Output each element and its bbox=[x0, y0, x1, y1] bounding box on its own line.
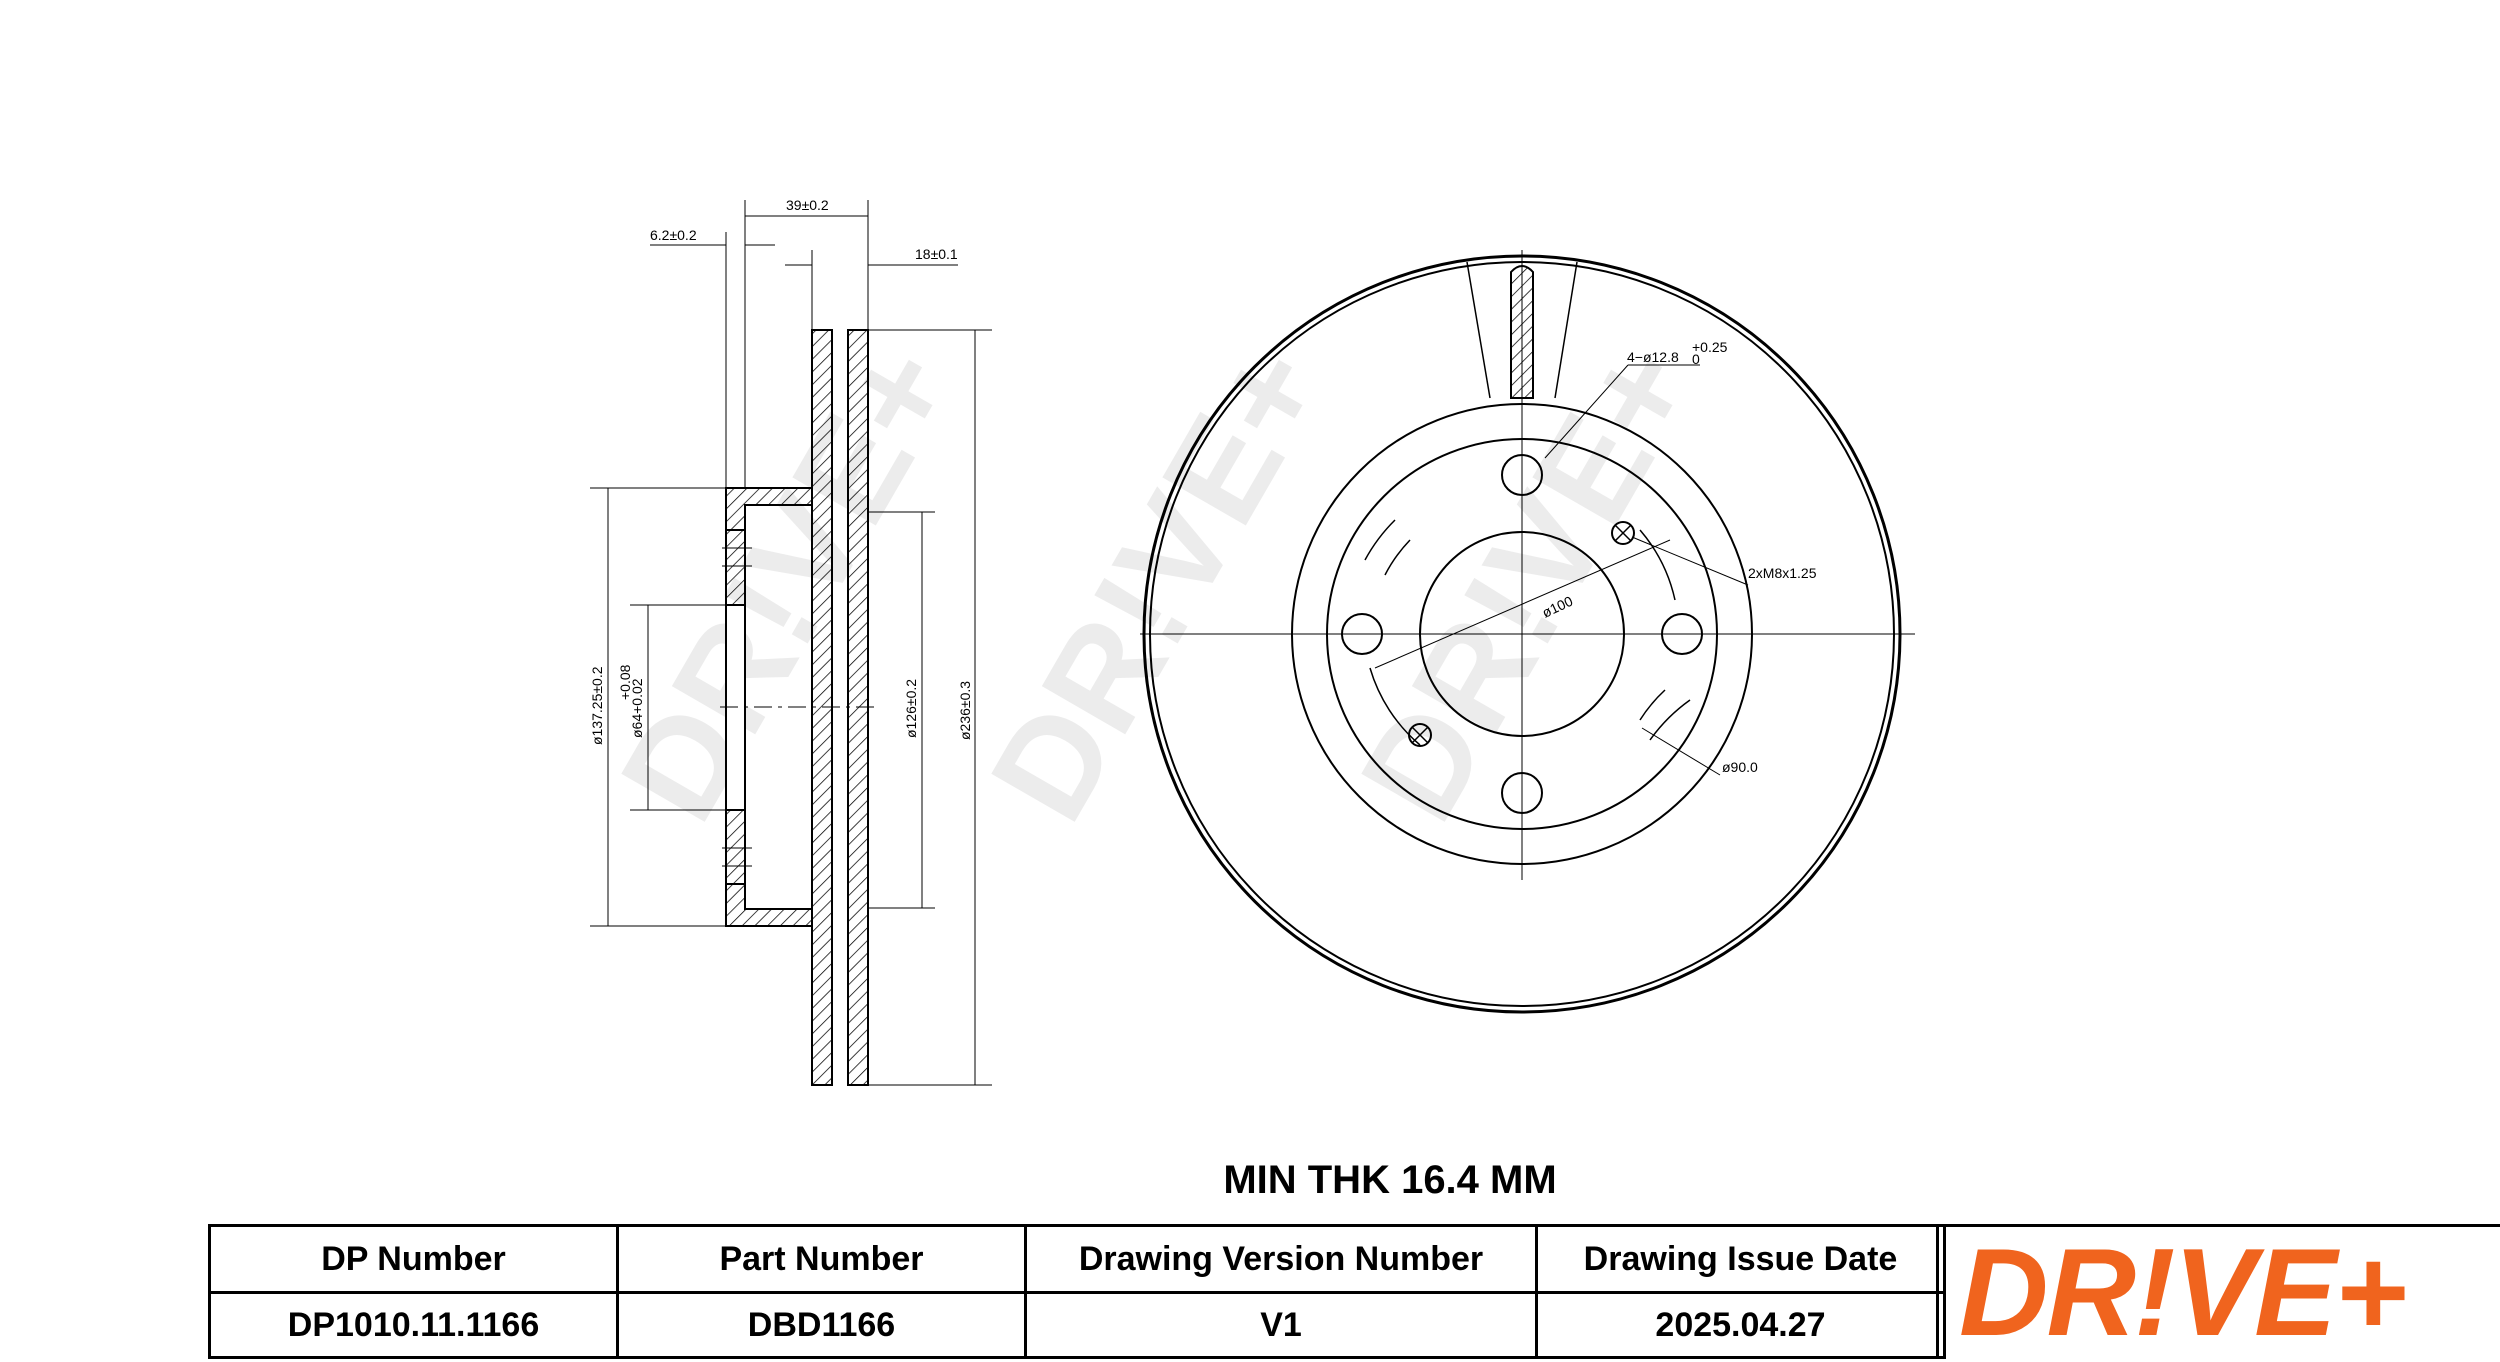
hat-section-bottom bbox=[725, 883, 813, 927]
dim-hub: ø90.0 bbox=[1722, 759, 1758, 775]
dim-threads: 2xM8x1.25 bbox=[1748, 565, 1817, 581]
dim-dia-64-tol: +0.08 bbox=[617, 664, 633, 700]
bolt-hole-bottom bbox=[1501, 772, 1543, 814]
drive-logo: DR!VE+ bbox=[1959, 1224, 2407, 1362]
watermark-left: DR!VE+ bbox=[590, 318, 985, 845]
dim-total-width: 39±0.2 bbox=[786, 197, 829, 213]
table-value-row: DP1010.11.1166 DBD1166 V1 2025.04.27 bbox=[208, 1291, 1946, 1359]
value-drawing-version: V1 bbox=[1024, 1291, 1538, 1359]
dim-dia-64: ø64+0.02 bbox=[629, 678, 645, 738]
value-part-number: DBD1166 bbox=[616, 1291, 1027, 1359]
front-view bbox=[1140, 250, 1915, 1014]
dim-dia-236: ø236±0.3 bbox=[957, 681, 973, 740]
title-block-table: DP Number Part Number Drawing Version Nu… bbox=[208, 1224, 1946, 1359]
min-thickness-note: MIN THK 16.4 MM bbox=[1223, 1158, 1557, 1202]
bolt-hole-right bbox=[1661, 613, 1703, 655]
bolt-hole-left bbox=[1341, 613, 1383, 655]
table-header-row: DP Number Part Number Drawing Version Nu… bbox=[208, 1224, 1946, 1294]
value-issue-date: 2025.04.27 bbox=[1535, 1291, 1946, 1359]
side-view-dimensions: 39±0.2 6.2±0.2 18±0.1 ø137.25±0.2 ø64+0.… bbox=[589, 197, 973, 745]
thread-hole-upper-right bbox=[1611, 521, 1635, 545]
dim-dia-137: ø137.25±0.2 bbox=[589, 666, 605, 745]
dim-flange: 6.2±0.2 bbox=[650, 227, 697, 243]
header-part-number: Part Number bbox=[616, 1224, 1027, 1294]
header-drawing-version: Drawing Version Number bbox=[1024, 1224, 1538, 1294]
header-dp-number: DP Number bbox=[208, 1224, 619, 1294]
watermark-center: DR!VE+ bbox=[960, 318, 1355, 845]
bolt-hole-top bbox=[1501, 454, 1543, 496]
logo-cell: DR!VE+ bbox=[1936, 1224, 2500, 1359]
dim-holes-tol-lower: 0 bbox=[1692, 351, 1700, 367]
vent-slot-section bbox=[1466, 261, 1578, 399]
dim-dia-126: ø126±0.2 bbox=[903, 679, 919, 738]
value-dp-number: DP1010.11.1166 bbox=[208, 1291, 619, 1359]
header-issue-date: Drawing Issue Date bbox=[1535, 1224, 1946, 1294]
dim-holes: 4−ø12.8 bbox=[1627, 349, 1679, 365]
side-section-view bbox=[590, 200, 992, 1086]
dim-holes-tol-upper: +0.25 bbox=[1692, 339, 1728, 355]
dim-thickness: 18±0.1 bbox=[915, 246, 958, 262]
